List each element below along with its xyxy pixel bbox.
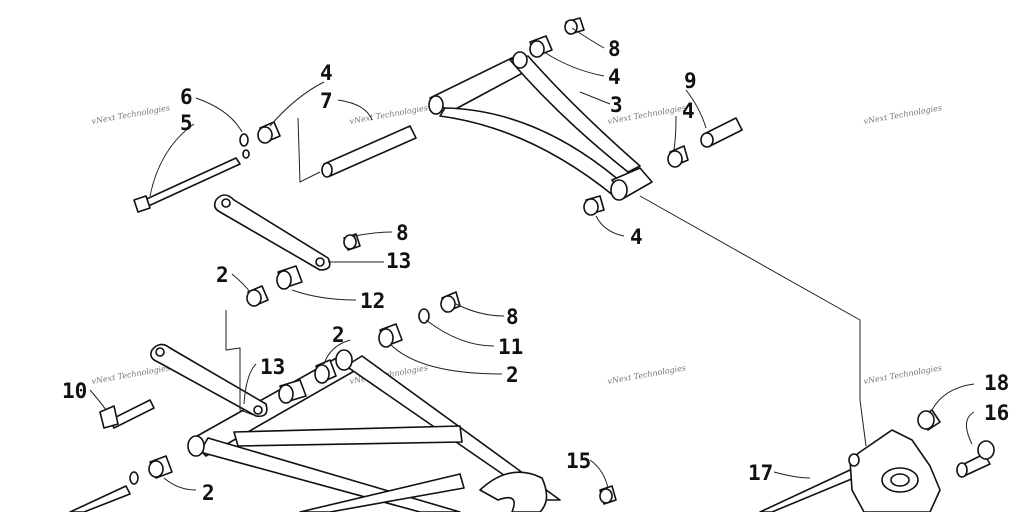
callout-label: 2 [506, 363, 519, 387]
link-plate-upper [213, 194, 361, 307]
callout-label: 2 [202, 481, 215, 505]
callout-label: 11 [498, 335, 523, 359]
upper-arm-hardware [133, 17, 743, 216]
callout-label: 9 [684, 69, 697, 93]
spindle-assembly [759, 409, 995, 512]
callout-label: 8 [396, 221, 409, 245]
callout-labels: 8 4 3 9 4 4 6 5 4 7 8 13 2 12 8 11 2 2 1… [62, 37, 1009, 505]
callout-label: 15 [566, 449, 591, 473]
callout-label: 8 [506, 305, 519, 329]
callout-label: 18 [984, 371, 1009, 395]
callout-label: 5 [180, 111, 193, 135]
callout-label: 2 [216, 263, 229, 287]
watermark: vNext Technologies [863, 363, 943, 386]
callout-label: 8 [608, 37, 621, 61]
callout-label: 4 [630, 225, 643, 249]
lower-a-arm [187, 349, 561, 512]
leader-lines [89, 27, 975, 491]
callout-label: 2 [332, 323, 345, 347]
callout-label: 17 [748, 461, 773, 485]
callout-label: 6 [180, 85, 193, 109]
callout-label: 13 [386, 249, 411, 273]
upper-a-arm [428, 51, 653, 201]
callout-label: 12 [360, 289, 385, 313]
callout-label: 4 [608, 65, 621, 89]
callout-label: 4 [320, 61, 333, 85]
callout-label: 13 [260, 355, 285, 379]
watermark: vNext Technologies [91, 103, 171, 126]
watermark: vNext Technologies [91, 363, 171, 386]
watermark: vNext Technologies [607, 363, 687, 386]
callout-label: 4 [682, 99, 695, 123]
callout-label: 3 [610, 93, 623, 117]
lower-arm-hardware [69, 291, 617, 512]
callout-label: 10 [62, 379, 87, 403]
callout-label: 16 [984, 401, 1009, 425]
watermark: vNext Technologies [863, 103, 943, 126]
callout-label: 7 [320, 89, 333, 113]
